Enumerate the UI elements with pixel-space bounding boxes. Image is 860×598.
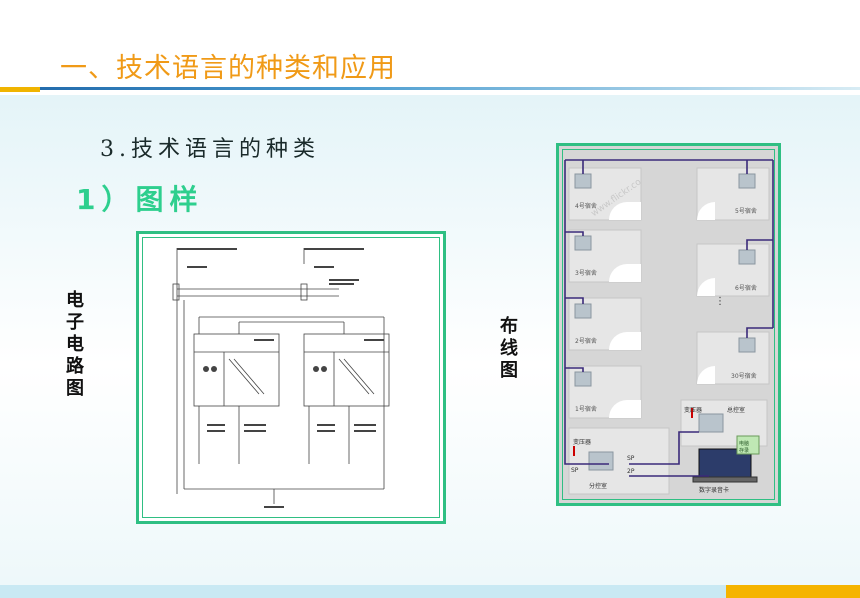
port-mid-bottom-label: 2P xyxy=(627,468,635,475)
left-label-char: 路 xyxy=(66,356,84,377)
computer-note-line1: 电脑 xyxy=(739,440,749,447)
footer-bar xyxy=(0,585,860,598)
slide-title: 一、技术语言的种类和应用 xyxy=(60,53,396,84)
title-rule-accent xyxy=(0,87,40,92)
room-label: 3号宿舍 xyxy=(575,269,597,277)
room-label: 4号宿舍 xyxy=(575,202,597,210)
port-mid-top-label: SP xyxy=(627,455,635,462)
room-label: 2号宿舍 xyxy=(575,337,597,345)
footer-accent xyxy=(726,585,860,598)
left-side-label: 电 子 电 路 图 xyxy=(64,290,86,400)
circuit-diagram-frame xyxy=(136,231,446,524)
ellipsis-dots: ⋮ xyxy=(715,296,725,307)
computer-note-line2: 存录 xyxy=(739,447,749,454)
left-label-char: 电 xyxy=(66,334,84,355)
right-side-label: 布 线 图 xyxy=(498,316,520,382)
left-label-char: 电 xyxy=(66,290,84,311)
left-label-char: 子 xyxy=(66,312,84,333)
port-left-label: SP xyxy=(571,467,579,474)
room-label: 30号宿舍 xyxy=(731,372,757,380)
subheading: 3.技术语言的种类 xyxy=(100,137,320,162)
title-rule xyxy=(0,87,860,90)
control-sub-label: 分控室 xyxy=(589,482,607,490)
right-label-char: 布 xyxy=(500,316,518,337)
room-label: 6号宿舍 xyxy=(735,284,757,292)
wiring-diagram-image: 4号宿舍 5号宿舍 3号宿舍 6号宿舍 2号宿舍 30号宿舍 1号宿舍 ⋮ 变压… xyxy=(564,159,774,495)
right-label-char: 线 xyxy=(500,338,518,359)
changer-main-label: 变压器 xyxy=(684,406,702,414)
wiring-diagram-frame: 4号宿舍 5号宿舍 3号宿舍 6号宿舍 2号宿舍 30号宿舍 1号宿舍 ⋮ 变压… xyxy=(556,143,781,506)
control-main-label: 总控室 xyxy=(727,406,745,414)
circuit-diagram-inner-border xyxy=(142,237,440,518)
bullet-heading: 1）图样 xyxy=(76,183,204,216)
room-label: 5号宿舍 xyxy=(735,207,757,215)
header-background xyxy=(0,0,860,95)
changer-sub-label: 变压器 xyxy=(573,438,591,446)
wiring-diagram-inner-border xyxy=(562,149,775,500)
computer-caption: 数字录音卡 xyxy=(699,486,729,494)
circuit-diagram-image xyxy=(172,248,390,508)
right-label-char: 图 xyxy=(500,360,518,381)
left-label-char: 图 xyxy=(66,378,84,399)
room-label: 1号宿舍 xyxy=(575,405,597,413)
